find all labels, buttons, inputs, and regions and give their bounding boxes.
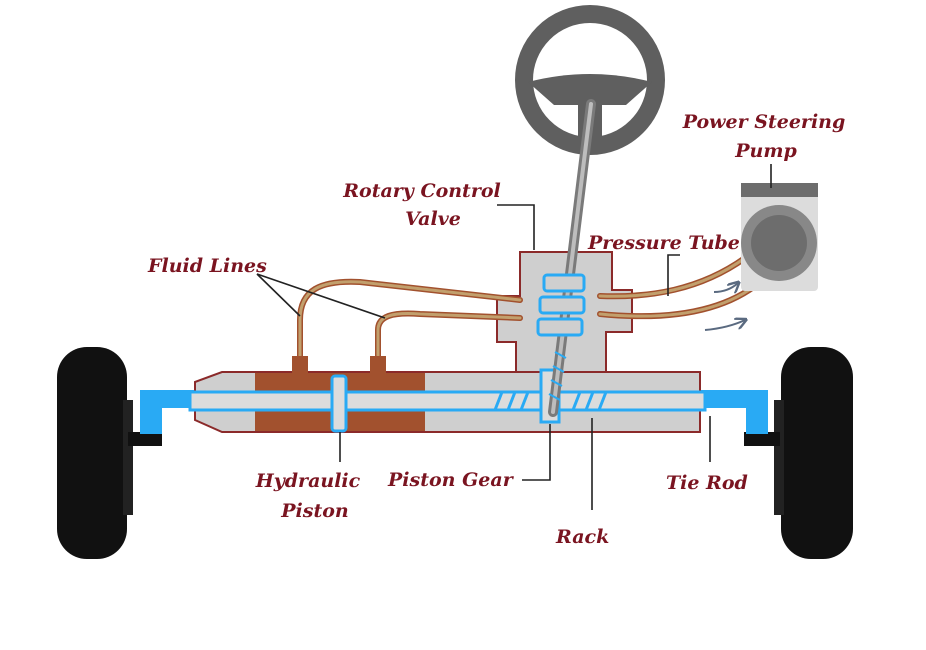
valve-spools — [536, 273, 586, 337]
fluid-lines-inner — [298, 256, 762, 362]
label-piston-gear: Piston Gear — [387, 469, 515, 491]
power-steering-pump — [741, 183, 818, 291]
left-wheel — [57, 347, 162, 559]
label-rack: Rack — [555, 526, 609, 548]
fluid-port-left — [292, 356, 308, 373]
steering-wheel — [515, 5, 665, 155]
label-tie-rod: Tie Rod — [666, 472, 748, 494]
rack — [188, 390, 707, 412]
label-fluid-lines: Fluid Lines — [147, 255, 267, 277]
fluid-port-right — [370, 356, 386, 373]
right-wheel — [744, 347, 853, 559]
steering-shaft — [548, 99, 596, 417]
hydraulic-piston — [330, 374, 348, 433]
flow-arrow-in — [713, 283, 738, 292]
flow-arrow-out — [704, 320, 745, 331]
label-pressure-tube: Pressure Tube — [587, 232, 740, 254]
leader-lines — [256, 164, 772, 510]
